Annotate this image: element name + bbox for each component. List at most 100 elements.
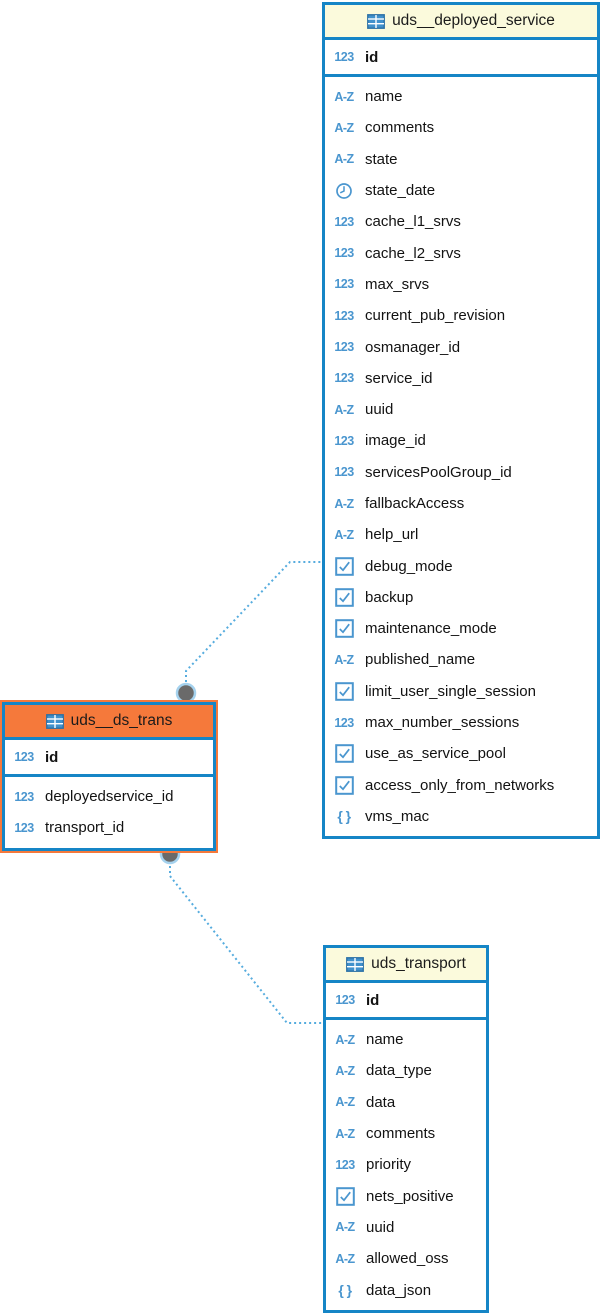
number-icon: 123: [14, 750, 34, 764]
boolean-icon: [331, 619, 357, 638]
column-row[interactable]: { }vms_mac: [325, 801, 597, 832]
column-name: osmanager_id: [365, 338, 461, 356]
number-icon: 123: [334, 214, 354, 229]
column-row[interactable]: 123 max_number_sessions: [325, 707, 597, 738]
column-name: allowed_oss: [366, 1250, 449, 1268]
relationship-line[interactable]: [169, 851, 323, 1024]
column-row[interactable]: backup: [325, 582, 597, 613]
column-name: fallbackAccess: [365, 495, 465, 512]
column-name: transport_id: [45, 819, 125, 837]
column-name: cache_l1_srvs: [365, 213, 461, 231]
number-icon: 123: [14, 820, 34, 835]
column-row[interactable]: A-Z name: [326, 1024, 486, 1055]
column-name: debug_mode: [365, 557, 453, 575]
relationship-anchor-dot[interactable]: [175, 682, 197, 704]
column-row[interactable]: A-Z comments: [325, 112, 597, 143]
table-title: uds__deployed_service: [392, 12, 555, 29]
column-name: cache_l2_srvs: [365, 244, 461, 262]
column-row[interactable]: 123 osmanager_id: [325, 331, 597, 362]
column-row[interactable]: A-Z published_name: [325, 644, 597, 675]
column-row[interactable]: debug_mode: [325, 550, 597, 581]
column-row[interactable]: 123 cache_l1_srvs: [325, 206, 597, 237]
string-icon: A-Z: [335, 1126, 355, 1141]
pk-column-name: id: [366, 991, 380, 1009]
column-row[interactable]: state_date: [325, 175, 597, 206]
table-header[interactable]: uds__ds_trans: [5, 705, 213, 740]
column-name: use_as_service_pool: [365, 745, 506, 763]
string-icon: A-Z: [334, 120, 354, 135]
column-name: name: [365, 88, 403, 106]
table-title: uds_transport: [371, 955, 466, 972]
column-name: priority: [366, 1156, 412, 1174]
column-name: uuid: [365, 401, 394, 419]
column-name: vms_mac: [365, 807, 430, 825]
column-name: limit_user_single_session: [365, 682, 536, 700]
column-row[interactable]: access_only_from_networks: [325, 770, 597, 801]
table-title: uds__ds_trans: [70, 712, 173, 729]
number-icon: 123: [334, 277, 354, 292]
column-name: state: [365, 150, 398, 168]
string-icon: A-Z: [335, 1032, 355, 1047]
boolean-icon: [331, 681, 357, 701]
column-name: comments: [365, 119, 435, 137]
column-name: state_date: [365, 182, 436, 200]
number-icon: 123: [334, 340, 354, 355]
column-name: max_number_sessions: [365, 714, 520, 732]
column-row[interactable]: maintenance_mode: [325, 613, 597, 644]
table-icon: [45, 713, 64, 729]
relationship-line[interactable]: [185, 561, 322, 702]
column-row[interactable]: A-Z state: [325, 144, 597, 175]
number-icon: 123: [334, 715, 354, 730]
column-row[interactable]: { } data_json: [326, 1274, 486, 1305]
column-row[interactable]: A-Z help_url: [325, 519, 597, 550]
column-row[interactable]: 123 current_pub_revision: [325, 300, 597, 331]
string-icon: A-Z: [335, 1220, 355, 1235]
column-name: current_pub_revision: [365, 307, 506, 325]
column-name: servicesPoolGroup_id: [365, 463, 512, 481]
column-row[interactable]: 123 transport_id: [5, 812, 213, 843]
number-icon: 123: [334, 308, 354, 323]
column-row[interactable]: nets_positive: [326, 1180, 486, 1211]
string-icon: A-Z: [334, 527, 354, 542]
json-icon: { }: [338, 1282, 352, 1299]
number-icon: 123: [334, 433, 354, 448]
string-icon: A-Z: [335, 1063, 355, 1078]
table-header[interactable]: uds_transport: [326, 948, 486, 983]
string-icon: A-Z: [334, 652, 354, 667]
column-row[interactable]: limit_user_single_session: [325, 676, 597, 707]
column-row[interactable]: use_as_service_pool: [325, 738, 597, 769]
column-name: help_url: [365, 526, 419, 544]
column-name: data_json: [366, 1281, 432, 1299]
column-name: name: [366, 1031, 404, 1049]
column-name: published_name: [365, 651, 476, 669]
string-icon: A-Z: [335, 1095, 355, 1110]
boolean-icon: [332, 1186, 358, 1206]
boolean-icon: [331, 744, 357, 764]
string-icon: A-Z: [334, 152, 354, 167]
table-icon: [367, 13, 385, 29]
table-header[interactable]: uds__deployed_service: [325, 5, 597, 40]
